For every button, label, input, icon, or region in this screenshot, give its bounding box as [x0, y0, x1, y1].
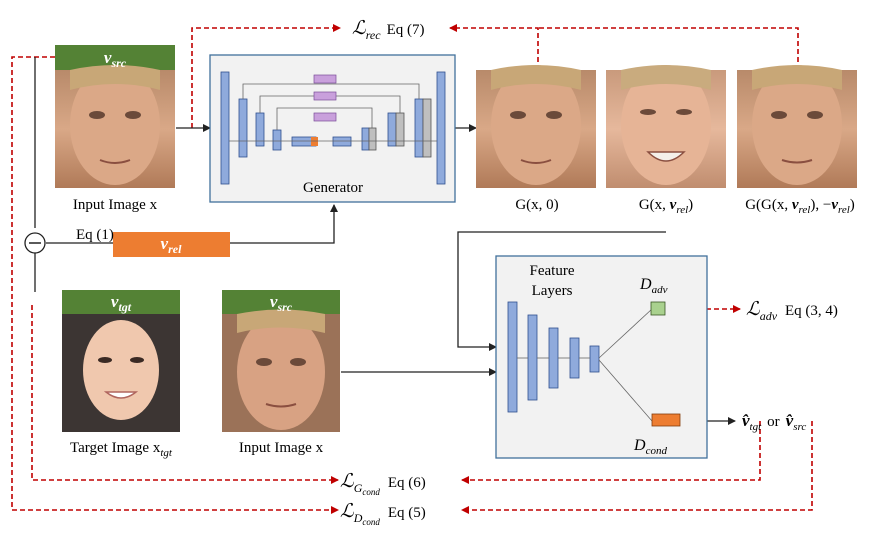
- disc-layer-3: [548, 327, 559, 389]
- output-face-3-cycle: [737, 65, 857, 188]
- rec-line-outputs: [449, 24, 539, 70]
- feature-layers-line2: Layers: [532, 283, 573, 299]
- gen-skip-block-2: [313, 91, 337, 101]
- output-to-discriminator: [457, 231, 666, 351]
- gen-bottleneck-cond: [311, 137, 318, 146]
- discriminator-panel: [495, 255, 708, 459]
- gen-dec-layer-1b: [368, 127, 377, 151]
- disc-layer-4: [569, 337, 580, 379]
- dcond-line-right: [461, 421, 813, 514]
- vsrc-bottom-label: vsrc: [270, 292, 293, 314]
- output-caption-3: G(G(x, vrel), −vrel): [745, 197, 855, 216]
- gen-enc-layer-4: [272, 129, 282, 151]
- target-image-caption: Target Image xtgt: [70, 440, 173, 459]
- gen-enc-layer-1: [220, 71, 230, 185]
- feature-layers-line1: Feature: [530, 263, 575, 279]
- d-cond-head: [651, 413, 681, 427]
- target-face: [62, 314, 180, 432]
- output-face-2-smiling: [606, 65, 726, 188]
- input-face-top: [55, 65, 175, 188]
- vrel-to-generator: [230, 204, 338, 244]
- disc-layer-5: [589, 345, 600, 373]
- d-cond-label: Dcond: [633, 437, 667, 457]
- subtract-node: [24, 232, 46, 254]
- vrel-label: vrel: [161, 234, 183, 256]
- output-caption-1: G(x, 0): [515, 197, 558, 213]
- rec-line-cycle: [538, 27, 799, 70]
- gen-enc-layer-2: [238, 98, 248, 158]
- loss-gcond: ℒGcondEq (6): [340, 471, 426, 497]
- gen-dec-layer-1: [361, 127, 370, 151]
- generator-panel: [209, 54, 456, 203]
- vrel-bar: [113, 232, 230, 257]
- dcond-line-left: [11, 56, 339, 514]
- d-adv-head: [650, 301, 666, 316]
- vtgt-label: vtgt: [111, 292, 132, 314]
- input-image-caption-top: Input Image x: [73, 197, 158, 213]
- eq1-label: Eq (1): [76, 227, 114, 243]
- loss-dcond: ℒDcondEq (5): [340, 501, 426, 527]
- gen-skip-block-3: [313, 112, 337, 122]
- input-face-bottom: [222, 309, 340, 432]
- vtgt-bar: [62, 290, 180, 314]
- gen-skip-block-1: [313, 74, 337, 84]
- label-bars: [55, 45, 340, 314]
- d-adv-label: Dadv: [639, 276, 668, 296]
- output-caption-2: G(x, vrel): [639, 197, 693, 216]
- disc-layer-2: [527, 314, 538, 401]
- gen-output-layer: [436, 71, 446, 185]
- gen-dec-layer-3: [414, 98, 424, 158]
- output-face-1: [476, 65, 596, 188]
- gen-dec-layer-0: [332, 136, 352, 147]
- gen-dec-layer-3b: [422, 98, 432, 158]
- vsrc-top-label: vsrc: [104, 48, 127, 70]
- gcond-line-right: [461, 421, 761, 484]
- gcond-line-left: [31, 305, 339, 484]
- rec-line-input: [191, 24, 341, 128]
- input-image-caption-bottom: Input Image x: [239, 440, 324, 456]
- disc-layer-1: [507, 301, 518, 413]
- generator-title: Generator: [303, 180, 363, 196]
